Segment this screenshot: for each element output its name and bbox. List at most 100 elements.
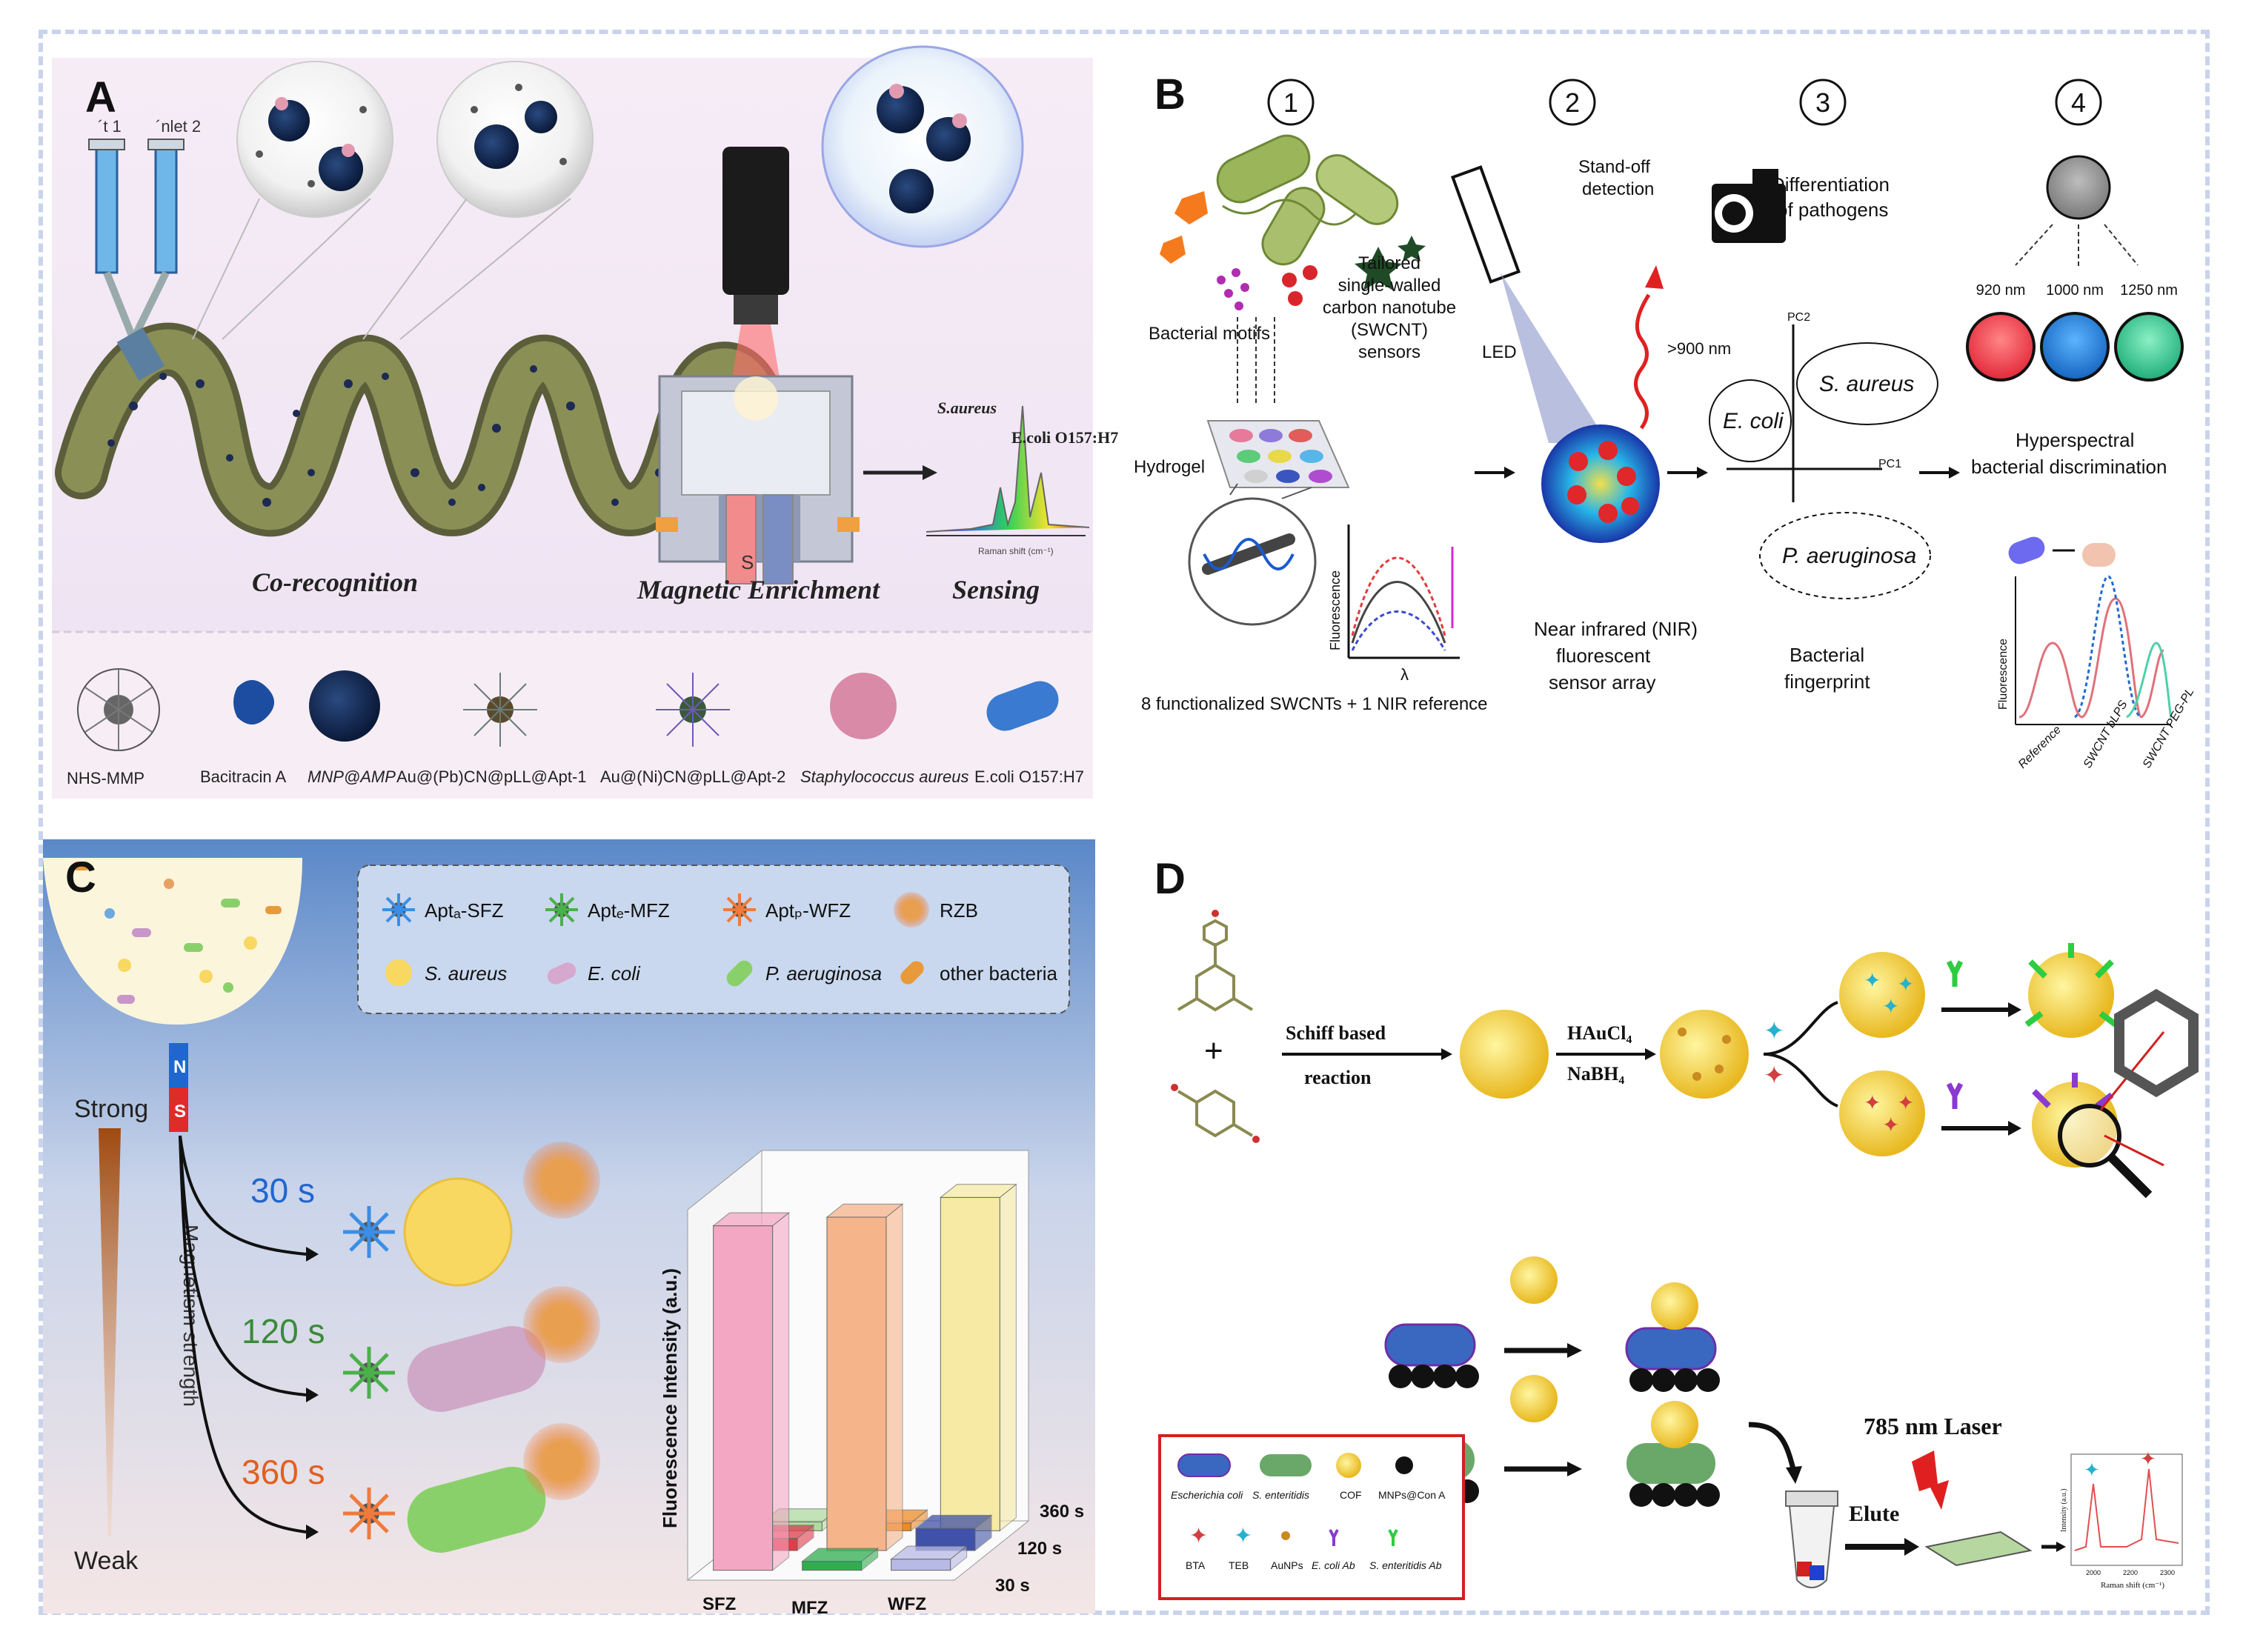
legend-au-pb: Au@(Pb)CN@pLL@Apt-1 (396, 767, 587, 786)
svg-text:✦: ✦ (1897, 973, 1914, 996)
legend-d-aunps: AuNPs (1271, 1559, 1303, 1571)
spectra-yaxis: Fluorescence (1997, 639, 2010, 710)
eppendorf-tube (1785, 1491, 1838, 1588)
legend-icons (382, 892, 929, 987)
monomer-structure-1 (1177, 910, 1254, 1012)
bar-wfz-360s (940, 1196, 1000, 1531)
bar-top (890, 1545, 968, 1560)
magnet-pole-label: S (741, 551, 754, 573)
label-laser: 785 nm Laser (1864, 1413, 2002, 1439)
label-paeruginosa: P. aeruginosa (1782, 544, 1916, 568)
label-led: LED (1482, 342, 1517, 362)
substrate-slide (1924, 1531, 2033, 1567)
bar-top (939, 1184, 1017, 1198)
legend-paeruginosa: P. aeruginosa (765, 962, 882, 985)
label-nabh: NaBH₄ (1567, 1063, 1624, 1085)
label-haucl: HAuCl₄ (1567, 1022, 1632, 1044)
chart-cat-mfz: MFZ (791, 1598, 828, 1618)
green-channel-icon (2114, 312, 2184, 382)
legend-nhs-mmp: NHS-MMP (67, 769, 144, 787)
step-magnetic-enrichment: Magnetic Enrichment (637, 575, 880, 604)
panel-a: ´t 1 ´nlet 2 (52, 45, 1118, 799)
camera-icon (1712, 169, 1786, 243)
magnetism-gradient-bar (99, 1128, 121, 1536)
legend-d-ecoli-ab: E. coli Ab (1312, 1559, 1355, 1571)
panel-label-c: C (65, 853, 96, 902)
complex-120s (343, 1286, 600, 1412)
label-ecoli: E. coli (1723, 409, 1784, 433)
bar-side (999, 1183, 1017, 1532)
legend-ecoli: E. coli (588, 962, 641, 985)
step-3: 3 (1815, 87, 1830, 118)
staph-icon (830, 673, 897, 739)
ecoli-capture-row (1384, 1256, 1720, 1392)
cof-sphere (1460, 1010, 1549, 1099)
bta-star-icon: ✦ (1764, 1062, 1785, 1090)
cof-ab-conjugate-2 (2032, 1073, 2153, 1199)
nir-array (1541, 424, 1660, 543)
raman-chart: ✦ ✦ (2070, 1448, 2183, 1566)
raman-tick-2300: 2300 (2160, 1569, 2175, 1576)
mini-chart-yaxis: Fluorescence (1328, 570, 1343, 650)
label-strong: Strong (74, 1095, 148, 1123)
bar-side (772, 1212, 790, 1571)
bar-top (914, 1514, 993, 1529)
fluorescence-mini-chart (1347, 524, 1460, 659)
bar-top (712, 1212, 791, 1227)
svg-text:✦: ✦ (1882, 1113, 1899, 1136)
magnet-n-label: N (173, 1057, 186, 1077)
label-900nm: >900 nm (1667, 339, 1731, 358)
spectrum-label-ecoli: E.coli O157:H7 (1011, 428, 1118, 447)
legend-ecoli: E.coli O157:H7 (974, 767, 1084, 786)
panel-b: 1 2 3 4 Bacterial motifs Hydrogel (1134, 58, 2196, 806)
legend-d-cof: COF (1340, 1489, 1362, 1501)
panel-label-b: B (1154, 70, 1186, 119)
chart-depth-30s: 30 s (995, 1576, 1030, 1596)
complex-360s (343, 1423, 600, 1553)
raman-spectrum (926, 405, 1090, 536)
bubble-1 (236, 61, 393, 218)
panel-a-graphic: ´t 1 ´nlet 2 (52, 45, 1118, 799)
cof-ab-conjugate-1 (2024, 943, 2118, 1038)
bar-mfz-30s (802, 1561, 863, 1571)
raman-tick-2000: 2000 (2086, 1569, 2101, 1576)
complex-30s (343, 1142, 600, 1287)
au-pb-icon (463, 673, 537, 747)
legend-apt-sfz: Aptₐ-SFZ (425, 899, 504, 922)
swcnt-zoom (1188, 497, 1317, 626)
step-1: 1 (1283, 87, 1298, 118)
chart-yaxis-label: Fluorescence Intensity (a.u.) (659, 1268, 681, 1528)
ecoli-icon (986, 681, 1059, 731)
svg-text:✦: ✦ (1864, 969, 1881, 992)
legend-staph: Staphylococcus aureus (800, 767, 968, 786)
legend-d-ecoli: Escherichia coli (1171, 1489, 1243, 1501)
label-bacterial-motifs: Bacterial motifs (1149, 324, 1270, 344)
legend-icons (77, 668, 1059, 751)
label-elute: Elute (1849, 1502, 1899, 1526)
syringe-icon (88, 139, 185, 381)
teb-star-icon: ✦ (1764, 1017, 1785, 1045)
bubble-3 (821, 45, 1024, 248)
plus-sign: + (1204, 1033, 1223, 1069)
chart-cat-sfz: SFZ (702, 1594, 736, 1614)
magnet-s (169, 1088, 188, 1132)
bar-sfz-30s (713, 1225, 774, 1571)
panel-label-a: A (85, 73, 116, 121)
chart-depth-120s: 120 s (1017, 1539, 1062, 1559)
gray-sensor-icon (2046, 155, 2111, 220)
red-channel-icon (1966, 312, 2036, 382)
svg-text:✦: ✦ (2140, 1448, 2156, 1470)
label-hydrogel: Hydrogel (1134, 457, 1205, 477)
cof-au-sphere (1660, 1010, 1749, 1099)
spectrum-label-saureus: S.aureus (937, 399, 997, 417)
svg-text:✦: ✦ (2084, 1459, 2100, 1481)
label-pc1: PC1 (1878, 458, 1901, 470)
label-pc2: PC2 (1787, 311, 1810, 324)
bar-top (801, 1548, 880, 1562)
